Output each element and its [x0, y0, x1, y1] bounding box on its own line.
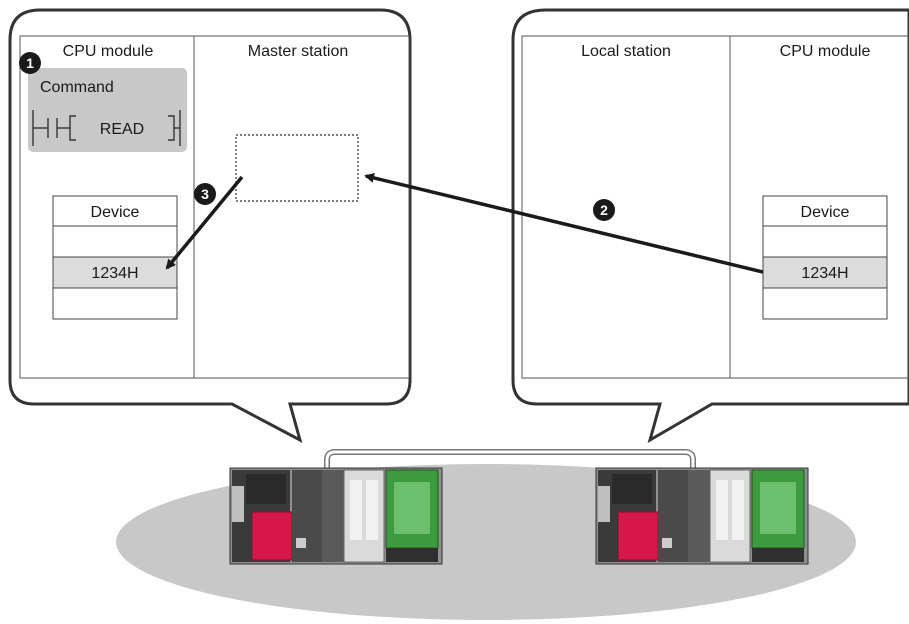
right-device-header: Device [801, 204, 850, 221]
left-speech-bubble: CPU module Master station Command READ D… [8, 8, 412, 443]
arrow-step3-store [165, 175, 244, 270]
left-inner-frame [19, 35, 410, 379]
right-device-row-1 [762, 225, 888, 258]
step-marker-1: 1 [19, 52, 41, 74]
local-station-header: Local station [581, 43, 671, 60]
left-device-row-3 [52, 287, 178, 320]
master-station-header: Master station [248, 43, 348, 60]
left-device-table: Device 1234H [52, 195, 178, 320]
step-marker-2: 2 [593, 199, 615, 221]
master-buffer-dashed-box [235, 134, 359, 202]
left-device-row-2 [52, 256, 178, 289]
master-plc-hardware [229, 467, 443, 565]
read-instruction: READ [100, 121, 144, 138]
right-inner-frame [521, 35, 909, 379]
right-cpu-header: CPU module [780, 43, 871, 60]
left-device-value: 1234H [91, 265, 138, 282]
right-device-row-2 [762, 256, 888, 289]
local-plc-hardware [595, 467, 809, 565]
ladder-contact-symbol [32, 110, 181, 146]
command-label: Command [40, 79, 114, 96]
left-cpu-header: CPU module [63, 43, 154, 60]
svg-text:3: 3 [201, 186, 209, 202]
right-bubble-outline [511, 8, 909, 444]
command-box [28, 68, 187, 152]
left-device-header: Device [91, 204, 140, 221]
step-marker-3: 3 [194, 183, 216, 205]
right-device-table: Device 1234H [762, 195, 888, 320]
right-speech-bubble: Local station CPU module Device 1234H [511, 8, 909, 444]
svg-text:2: 2 [600, 202, 608, 218]
right-device-value: 1234H [801, 265, 848, 282]
master-power-module [251, 511, 293, 561]
arrow-step2-transfer [364, 173, 764, 274]
svg-text:1: 1 [26, 55, 34, 71]
left-device-row-1 [52, 225, 178, 258]
right-device-row-3 [762, 287, 888, 320]
local-power-module [617, 511, 659, 561]
